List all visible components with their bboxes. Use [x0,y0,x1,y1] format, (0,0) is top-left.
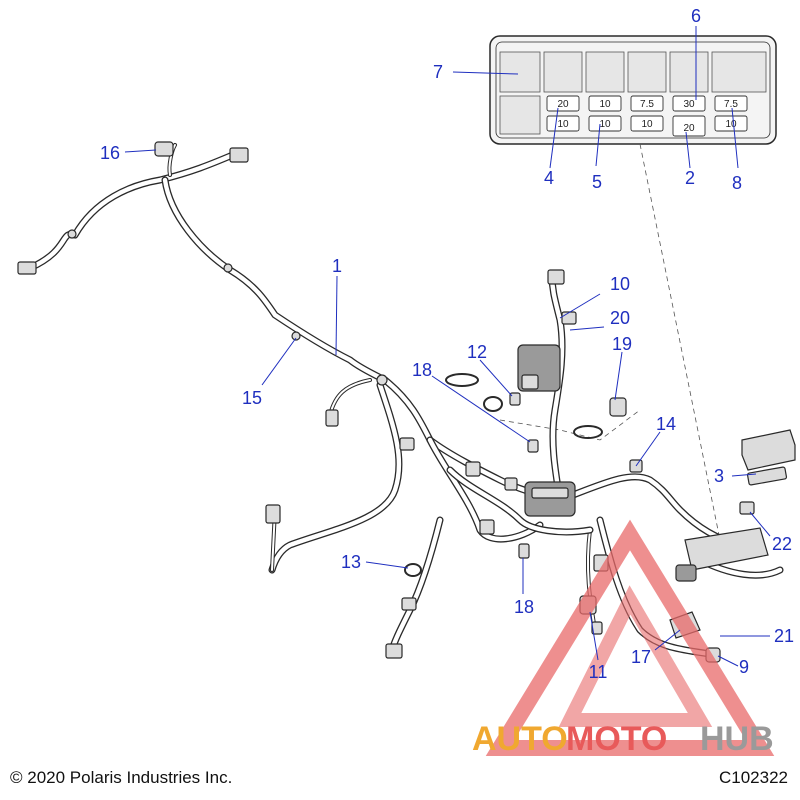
module [741,429,796,471]
part-18-lower [518,543,530,559]
fuse-label: 7.5 [640,99,654,110]
component-parts [17,141,796,663]
fuse-label: 10 [557,119,569,130]
part-20 [561,311,577,325]
callout-16: 16 [100,143,120,163]
callout-8: 8 [732,173,742,193]
callout-19: 19 [612,334,632,354]
callout-20: 20 [610,308,630,328]
callout-9: 9 [739,657,749,677]
rear-connector [229,147,249,163]
callout-11: 11 [589,662,608,682]
part-10 [547,269,565,285]
fuse-label: 7.5 [724,99,738,110]
callout-1: 1 [332,256,342,276]
fuse-label: 10 [599,99,611,110]
callout-15: 15 [242,388,262,408]
connector [265,504,281,524]
fuse-label: 20 [557,99,569,110]
callout-18-lower: 18 [514,597,534,617]
clip [223,263,233,273]
fuse-box-detail: 20 10 7.5 30 7.5 10 10 10 20 10 [489,35,777,145]
part-16 [154,141,174,157]
watermark-text-moto: MOTO [566,720,667,758]
callout-12: 12 [467,342,487,362]
watermark-text-auto: AUTO [472,720,568,758]
part-13 [404,563,422,577]
callout-21: 21 [774,626,794,646]
callout-5: 5 [592,172,602,192]
dashed-reference-line [499,409,641,441]
leader-lines [124,26,771,667]
watermark-logo: AUTO MOTO HUB [472,519,775,758]
connector [325,409,339,427]
cable-tie [573,425,603,439]
rear-connector [17,261,37,275]
part-19 [609,397,627,417]
fuse-label: 20 [683,123,695,134]
fuse-label: 30 [683,99,695,110]
connector [385,643,403,659]
callout-10: 10 [610,274,630,294]
callout-22: 22 [772,534,792,554]
part-22 [739,501,755,515]
callout-18-upper: 18 [412,360,432,380]
callout-13: 13 [341,552,361,572]
fuse-row-top: 20 10 7.5 30 7.5 [546,95,748,112]
part-3 [746,466,788,486]
clip [376,374,388,386]
callout-6: 6 [691,6,701,26]
copyright-text: © 2020 Polaris Industries Inc. [10,768,233,787]
fuse-label: 10 [725,119,737,130]
callout-7: 7 [433,62,443,82]
fuse-row-bottom: 10 10 10 20 10 [546,115,748,137]
detail-projection-line [639,143,721,541]
callout-2: 2 [685,168,695,188]
cable-tie [445,373,479,387]
callout-17: 17 [631,647,651,667]
fuse-label: 10 [599,119,611,130]
callout-14: 14 [656,414,676,434]
fuse-label: 10 [641,119,653,130]
part-15-clip [291,331,301,341]
harness-fuse-box [684,527,769,571]
clip [67,229,77,239]
callout-3: 3 [714,466,724,486]
cable-tie [483,396,503,412]
document-number: C102322 [718,768,788,787]
center-connector-block [524,481,576,517]
main-wiring-harness [26,143,784,659]
callout-4: 4 [544,168,554,188]
part-18-upper [527,439,539,453]
watermark-text-hub: HUB [700,720,774,758]
callout-labels: 7 6 4 5 2 8 16 1 15 10 20 12 19 18 14 3 … [100,6,794,682]
clip [399,437,415,451]
